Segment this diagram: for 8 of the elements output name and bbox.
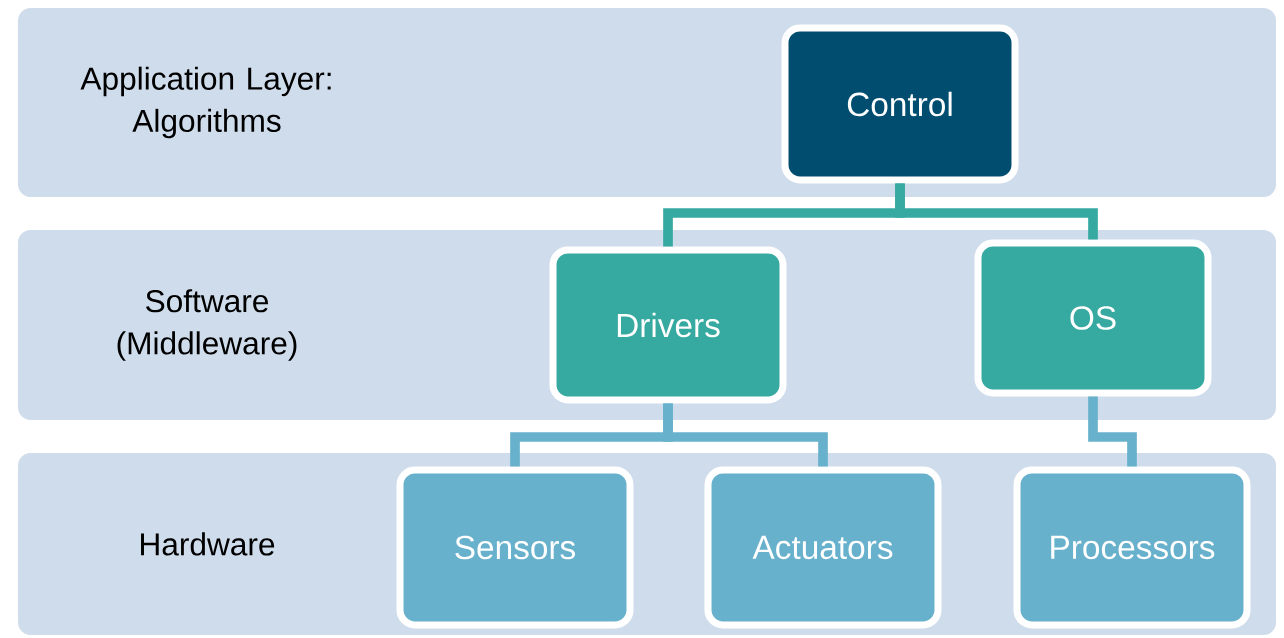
process-box: Drivers — [549, 246, 787, 404]
process-box: Processors — [1013, 466, 1251, 629]
process-box: Control — [781, 24, 1019, 184]
process-box: Sensors — [396, 466, 634, 629]
process-box: Actuators — [704, 466, 942, 629]
process-box: OS — [974, 239, 1212, 397]
connector-line — [663, 403, 828, 467]
connector-line — [895, 183, 1098, 240]
